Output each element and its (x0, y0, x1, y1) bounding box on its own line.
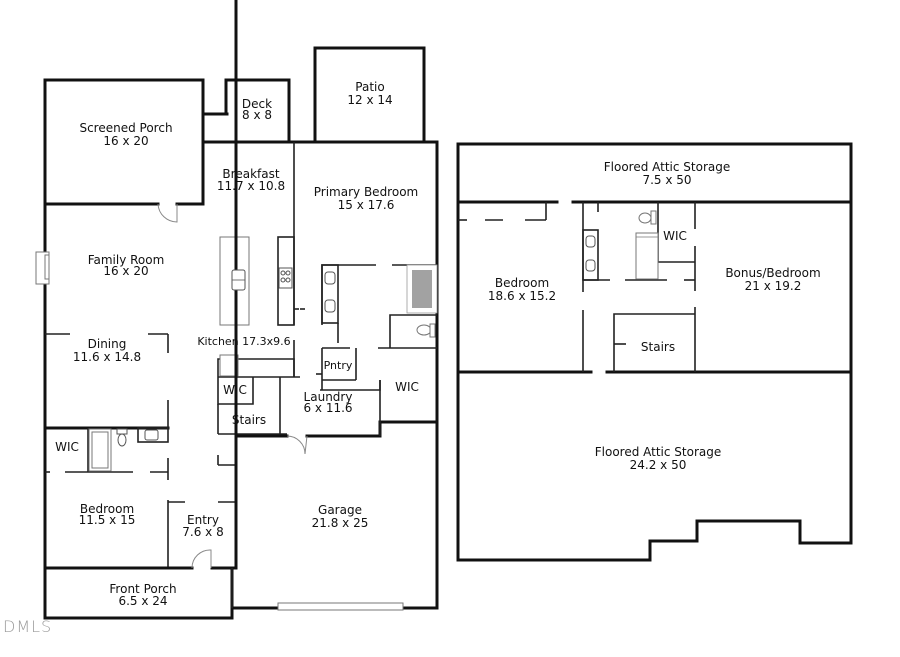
room-name: Breakfast (222, 167, 280, 181)
room-pantry: Pntry (324, 359, 353, 372)
room-bedroom-main: Bedroom 11.5 x 15 (78, 502, 136, 527)
room-bedroom-wic: WIC (55, 441, 79, 454)
room-entry: Entry 7.6 x 8 (182, 514, 223, 538)
room-stairs-upper: Stairs (641, 341, 675, 354)
room-name: WIC (395, 380, 419, 394)
room-name: Garage (318, 503, 362, 517)
room-dining: Dining 11.6 x 14.8 (73, 338, 141, 364)
room-dims: 18.6 x 15.2 (487, 289, 557, 303)
room-name: Patio (355, 80, 385, 94)
room-name: Front Porch (109, 582, 177, 596)
room-bonus-bedroom: Bonus/Bedroom 21 x 19.2 (725, 267, 820, 293)
room-name: Floored Attic Storage (594, 445, 722, 459)
room-laundry: Laundry 6 x 11.6 (303, 390, 353, 415)
room-primary-wic: WIC (395, 381, 419, 394)
room-name: Bonus/Bedroom (725, 266, 821, 280)
room-dims: 24.2 x 50 (629, 458, 687, 472)
upper-floor-walls (456, 142, 853, 562)
room-hall-wic: WIC (223, 384, 247, 397)
room-dims: 11.6 x 14.8 (72, 350, 142, 364)
watermark-logo: DMLS (3, 617, 53, 636)
room-screened-porch: Screened Porch 16 x 20 (79, 122, 172, 148)
room-name: Laundry (303, 390, 353, 404)
room-dims: 11.7 x 10.8 (216, 179, 286, 193)
room-primary-bedroom: Primary Bedroom 15 x 17.6 (314, 186, 418, 212)
room-attic-storage-bottom: Floored Attic Storage 24.2 x 50 (595, 446, 722, 472)
room-dims: 6 x 11.6 (303, 401, 353, 415)
room-name: Pntry (323, 359, 353, 372)
room-garage: Garage 21.8 x 25 (312, 504, 369, 530)
room-name: Screened Porch (79, 121, 173, 135)
room-dims: 6.5 x 24 (118, 594, 168, 608)
room-dims: 21.8 x 25 (311, 516, 369, 530)
room-name: Bedroom (79, 502, 135, 516)
room-dims: 15 x 17.6 (337, 198, 395, 212)
room-name: Kitchen 17.3x9.6 (197, 335, 291, 348)
room-name: WIC (55, 440, 79, 454)
main-floor-walls (35, 0, 439, 620)
room-dims: 7.5 x 50 (642, 173, 692, 187)
room-name: WIC (663, 229, 687, 243)
room-name: Primary Bedroom (313, 185, 419, 199)
room-dims: 7.6 x 8 (182, 525, 224, 539)
room-name: Dining (87, 337, 127, 351)
room-upper-wic: WIC (663, 230, 687, 243)
room-patio: Patio 12 x 14 (347, 81, 392, 107)
room-dims: 16 x 20 (103, 264, 149, 278)
room-front-porch: Front Porch 6.5 x 24 (109, 583, 176, 607)
room-bedroom-upper: Bedroom 18.6 x 15.2 (488, 277, 556, 303)
room-dims: 21 x 19.2 (744, 279, 802, 293)
room-name: Floored Attic Storage (603, 160, 731, 174)
room-name: Entry (187, 513, 219, 527)
room-deck: Deck 8 x 8 (241, 97, 273, 122)
room-attic-storage-top: Floored Attic Storage 7.5 x 50 (604, 161, 731, 187)
room-kitchen: Kitchen 17.3x9.6 (197, 335, 290, 348)
room-name: Deck (241, 97, 273, 111)
room-name: WIC (223, 383, 247, 397)
room-dims: 12 x 14 (347, 93, 393, 107)
room-family-room: Family Room 16 x 20 (87, 253, 165, 278)
room-stairs-main: Stairs (232, 414, 266, 427)
room-dims: 16 x 20 (103, 134, 149, 148)
room-dims: 8 x 8 (241, 108, 272, 122)
room-breakfast: Breakfast 11.7 x 10.8 (217, 168, 285, 192)
room-dims: 11.5 x 15 (78, 513, 136, 527)
room-name: Bedroom (494, 276, 550, 290)
room-name: Family Room (87, 253, 165, 267)
room-name: Stairs (231, 413, 267, 427)
room-name: Stairs (640, 340, 676, 354)
